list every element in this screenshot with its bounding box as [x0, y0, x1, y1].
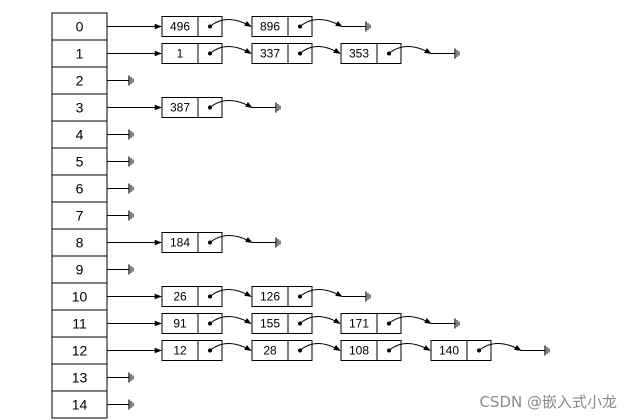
slot-index-label: 2 — [76, 73, 84, 89]
next-pointer-arrow — [209, 343, 252, 351]
node-key-label: 28 — [263, 344, 277, 358]
node-key-label: 26 — [173, 290, 187, 304]
slot-index-label: 10 — [72, 289, 88, 305]
list-node — [251, 286, 313, 307]
table-slot — [51, 390, 108, 419]
slot-index-label: 0 — [76, 19, 84, 35]
next-pointer-arrow — [299, 343, 341, 351]
next-pointer-arrow — [209, 235, 253, 243]
table-slot — [51, 336, 108, 365]
table-slot — [51, 66, 108, 95]
slot-index-label: 1 — [76, 46, 84, 62]
next-pointer-arrow — [478, 343, 522, 351]
slot-index-label: 6 — [76, 181, 84, 197]
node-key-label: 171 — [349, 317, 369, 331]
list-node — [161, 43, 223, 64]
list-node — [251, 340, 313, 361]
table-slot — [51, 174, 108, 203]
list-node — [251, 16, 313, 37]
table-slot — [51, 93, 108, 122]
slot-index-label: 13 — [72, 370, 88, 386]
table-slot — [51, 39, 108, 68]
next-pointer-arrow — [209, 289, 252, 297]
slot-index-label: 7 — [76, 208, 84, 224]
table-slot — [51, 120, 108, 149]
list-node — [340, 313, 402, 334]
list-node — [161, 97, 223, 118]
node-key-label: 91 — [173, 317, 187, 331]
node-key-label: 337 — [260, 47, 280, 61]
list-node — [251, 313, 313, 334]
table-slot — [51, 255, 108, 284]
slot-index-label: 9 — [76, 262, 84, 278]
list-node — [161, 313, 223, 334]
node-key-label: 496 — [170, 20, 190, 34]
node-key-label: 140 — [439, 344, 459, 358]
node-key-label: 12 — [173, 344, 187, 358]
table-slot — [51, 147, 108, 176]
next-pointer-arrow — [299, 316, 341, 324]
list-node — [251, 43, 313, 64]
slot-index-label: 3 — [76, 100, 84, 116]
next-pointer-arrow — [299, 19, 343, 27]
next-pointer-arrow — [209, 100, 253, 108]
slot-index-label: 4 — [76, 127, 84, 143]
list-node — [161, 16, 223, 37]
next-pointer-arrow — [209, 316, 252, 324]
node-key-label: 353 — [349, 47, 369, 61]
table-slot — [51, 12, 108, 41]
next-pointer-arrow — [388, 316, 432, 324]
list-node — [161, 232, 223, 253]
slot-index-label: 14 — [72, 397, 88, 413]
next-pointer-arrow — [209, 46, 252, 54]
next-pointer-arrow — [388, 46, 432, 54]
list-node — [161, 340, 223, 361]
node-key-label: 1 — [177, 47, 184, 61]
node-key-label: 126 — [260, 290, 280, 304]
next-pointer-arrow — [299, 46, 341, 54]
slot-index-label: 12 — [72, 343, 88, 359]
next-pointer-arrow — [299, 289, 343, 297]
table-slot — [51, 228, 108, 257]
node-key-label: 155 — [260, 317, 280, 331]
list-node — [340, 340, 402, 361]
list-node — [161, 286, 223, 307]
node-key-label: 896 — [260, 20, 280, 34]
next-pointer-arrow — [209, 19, 252, 27]
node-key-label: 184 — [170, 236, 190, 250]
list-node — [430, 340, 492, 361]
node-key-label: 108 — [349, 344, 369, 358]
watermark: CSDN @嵌入式小龙 — [479, 393, 617, 411]
next-pointer-arrow — [388, 343, 431, 351]
slot-index-label: 5 — [76, 154, 84, 170]
slot-index-label: 11 — [72, 316, 87, 332]
list-node — [340, 43, 402, 64]
slot-index-label: 8 — [76, 235, 84, 251]
node-key-label: 387 — [170, 101, 190, 115]
